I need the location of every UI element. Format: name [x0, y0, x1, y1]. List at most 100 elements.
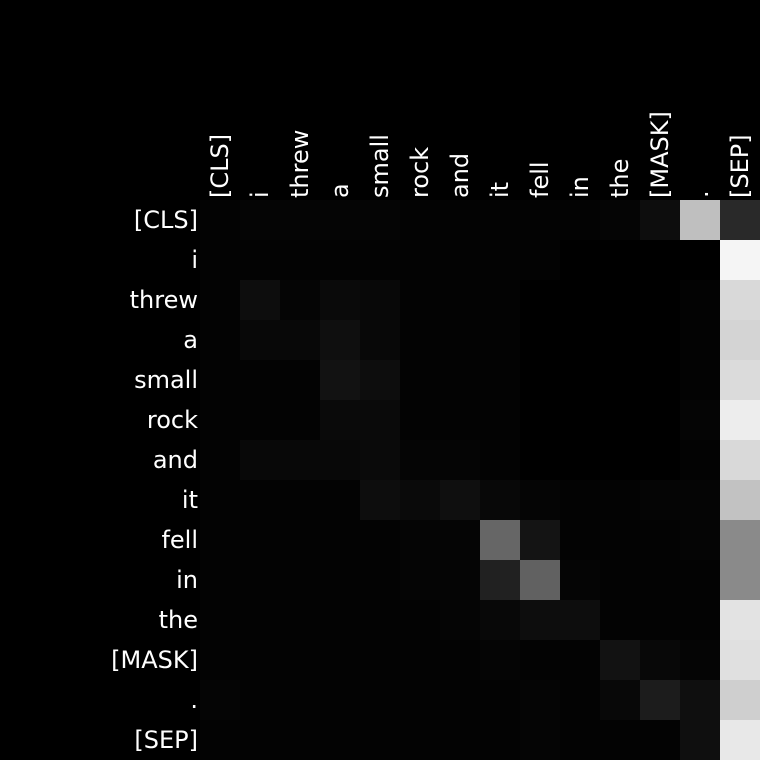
- column-token-label: i: [246, 191, 274, 198]
- heatmap-cell-8-12: [680, 520, 720, 560]
- heatmap-cell-5-10: [600, 400, 640, 440]
- heatmap-cell-3-12: [680, 320, 720, 360]
- heatmap-cell-5-11: [640, 400, 680, 440]
- heatmap-cell-7-8: [520, 480, 560, 520]
- heatmap-cell-2-8: [520, 280, 560, 320]
- heatmap-cell-13-12: [680, 720, 720, 760]
- heatmap-cell-12-12: [680, 680, 720, 720]
- heatmap-cell-0-13: [720, 200, 760, 240]
- heatmap-cell-2-3: [320, 280, 360, 320]
- heatmap-cell-12-0: [200, 680, 240, 720]
- heatmap-cell-12-6: [440, 680, 480, 720]
- column-token-label: in: [566, 176, 594, 198]
- heatmap-cell-8-6: [440, 520, 480, 560]
- heatmap-cell-9-4: [360, 560, 400, 600]
- heatmap-cell-7-9: [560, 480, 600, 520]
- heatmap-cell-5-6: [440, 400, 480, 440]
- heatmap-cell-4-1: [240, 360, 280, 400]
- heatmap-cell-0-9: [560, 200, 600, 240]
- heatmap-cell-0-8: [520, 200, 560, 240]
- heatmap-cell-9-0: [200, 560, 240, 600]
- heatmap-cell-13-11: [640, 720, 680, 760]
- heatmap-cell-9-2: [280, 560, 320, 600]
- heatmap-cell-6-9: [560, 440, 600, 480]
- heatmap-cell-10-10: [600, 600, 640, 640]
- heatmap-cell-0-1: [240, 200, 280, 240]
- heatmap-cell-2-6: [440, 280, 480, 320]
- heatmap-cell-6-10: [600, 440, 640, 480]
- heatmap-cell-5-3: [320, 400, 360, 440]
- column-token-label: .: [686, 190, 714, 198]
- heatmap-cell-11-12: [680, 640, 720, 680]
- heatmap-cell-12-13: [720, 680, 760, 720]
- row-token-label: [MASK]: [111, 646, 198, 674]
- heatmap-cell-6-5: [400, 440, 440, 480]
- column-token-label: threw: [286, 130, 314, 198]
- heatmap-cell-5-7: [480, 400, 520, 440]
- heatmap-cell-3-2: [280, 320, 320, 360]
- heatmap-cell-6-1: [240, 440, 280, 480]
- heatmap-cell-13-7: [480, 720, 520, 760]
- heatmap-cell-7-4: [360, 480, 400, 520]
- row-token-label: rock: [147, 406, 198, 434]
- heatmap-cell-9-3: [320, 560, 360, 600]
- heatmap-cell-10-8: [520, 600, 560, 640]
- heatmap-cell-10-0: [200, 600, 240, 640]
- heatmap-cell-10-3: [320, 600, 360, 640]
- row-token-label: i: [191, 246, 198, 274]
- heatmap-cell-13-6: [440, 720, 480, 760]
- heatmap-cell-5-5: [400, 400, 440, 440]
- heatmap-cell-3-0: [200, 320, 240, 360]
- heatmap-cell-5-13: [720, 400, 760, 440]
- heatmap-cell-13-13: [720, 720, 760, 760]
- heatmap-cell-2-5: [400, 280, 440, 320]
- heatmap-cell-0-5: [400, 200, 440, 240]
- heatmap-cell-5-0: [200, 400, 240, 440]
- column-token-label: the: [606, 159, 634, 198]
- heatmap-cell-6-0: [200, 440, 240, 480]
- heatmap-cell-1-11: [640, 240, 680, 280]
- heatmap-cell-6-2: [280, 440, 320, 480]
- heatmap-cell-2-9: [560, 280, 600, 320]
- heatmap-cell-11-9: [560, 640, 600, 680]
- heatmap-cell-1-13: [720, 240, 760, 280]
- heatmap-cell-11-5: [400, 640, 440, 680]
- heatmap-cell-9-13: [720, 560, 760, 600]
- row-token-label: the: [159, 606, 198, 634]
- heatmap-cell-6-7: [480, 440, 520, 480]
- heatmap-cell-12-5: [400, 680, 440, 720]
- heatmap-cell-1-12: [680, 240, 720, 280]
- heatmap-cell-12-8: [520, 680, 560, 720]
- heatmap-cell-4-10: [600, 360, 640, 400]
- heatmap-cell-4-9: [560, 360, 600, 400]
- heatmap-cell-1-9: [560, 240, 600, 280]
- row-token-label: and: [153, 446, 198, 474]
- heatmap-cell-8-1: [240, 520, 280, 560]
- heatmap-cell-3-6: [440, 320, 480, 360]
- heatmap-cell-9-6: [440, 560, 480, 600]
- heatmap-cell-12-3: [320, 680, 360, 720]
- heatmap-cell-6-6: [440, 440, 480, 480]
- heatmap-cell-6-8: [520, 440, 560, 480]
- heatmap-cell-10-4: [360, 600, 400, 640]
- heatmap-cell-10-11: [640, 600, 680, 640]
- heatmap-cell-2-0: [200, 280, 240, 320]
- heatmap-cell-13-2: [280, 720, 320, 760]
- heatmap-cell-7-12: [680, 480, 720, 520]
- heatmap-cell-4-11: [640, 360, 680, 400]
- heatmap-cell-9-8: [520, 560, 560, 600]
- heatmap-cell-1-10: [600, 240, 640, 280]
- row-token-label: fell: [161, 526, 198, 554]
- column-token-label: [CLS]: [206, 134, 234, 198]
- row-token-label: it: [182, 486, 198, 514]
- heatmap-cell-3-10: [600, 320, 640, 360]
- heatmap-cell-8-13: [720, 520, 760, 560]
- heatmap-cell-10-6: [440, 600, 480, 640]
- heatmap-cell-9-12: [680, 560, 720, 600]
- heatmap-cell-6-12: [680, 440, 720, 480]
- heatmap-cell-0-7: [480, 200, 520, 240]
- heatmap-cell-0-6: [440, 200, 480, 240]
- heatmap-cell-6-13: [720, 440, 760, 480]
- heatmap-cell-11-4: [360, 640, 400, 680]
